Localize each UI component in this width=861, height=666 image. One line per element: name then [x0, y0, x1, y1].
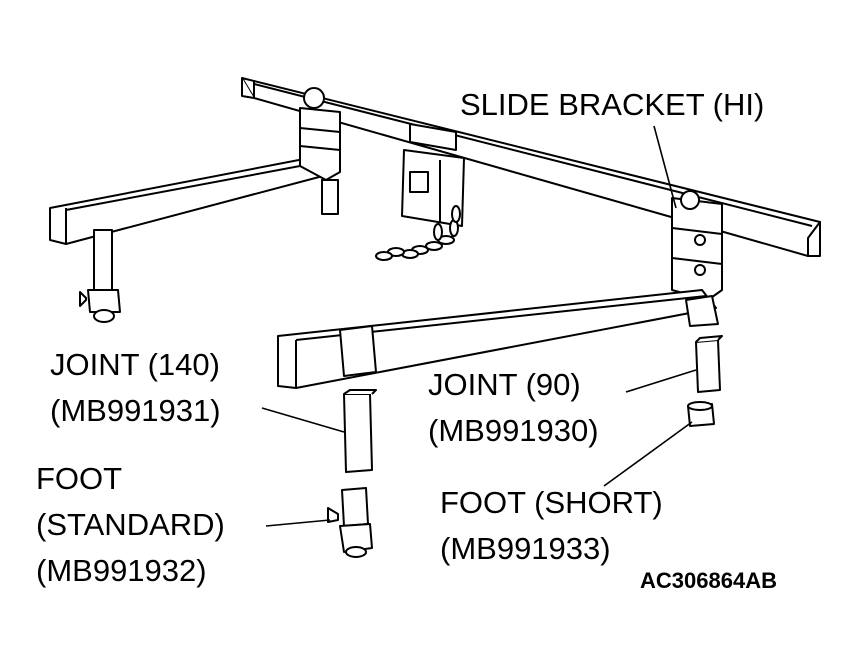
foot-standard	[327, 487, 373, 558]
leader-joint-140	[261, 407, 345, 433]
label-foot-short-part: (MB991933)	[440, 531, 611, 566]
front-cross-arm	[277, 289, 719, 389]
label-foot-short-name: FOOT (SHORT)	[440, 485, 663, 520]
left-beam-bracket	[299, 87, 341, 215]
label-foot-standard-type: (STANDARD)	[36, 507, 225, 542]
label-joint-140-name: JOINT (140)	[50, 347, 220, 382]
leader-foot-standard	[265, 519, 331, 527]
joint-140	[343, 389, 377, 473]
label-slide-bracket: SLIDE BRACKET (HI)	[460, 87, 765, 122]
label-foot-standard-part: (MB991932)	[36, 553, 207, 588]
leader-joint-90	[625, 369, 697, 393]
label-joint-140-part: (MB991931)	[50, 393, 221, 428]
left-cross-arm	[49, 153, 339, 245]
leader-slide-bracket	[653, 125, 677, 209]
center-hanger-bracket	[375, 123, 465, 261]
label-joint-90-name: JOINT (90)	[428, 367, 581, 402]
leader-foot-short	[603, 421, 693, 487]
joint-90	[695, 335, 723, 393]
label-foot-standard-name: FOOT	[36, 461, 123, 496]
figure-code: AC306864AB	[640, 568, 777, 593]
left-rear-leg	[79, 229, 121, 323]
slide-bracket-hi	[671, 190, 723, 301]
label-joint-90-part: (MB991930)	[428, 413, 599, 448]
foot-short	[687, 401, 715, 427]
